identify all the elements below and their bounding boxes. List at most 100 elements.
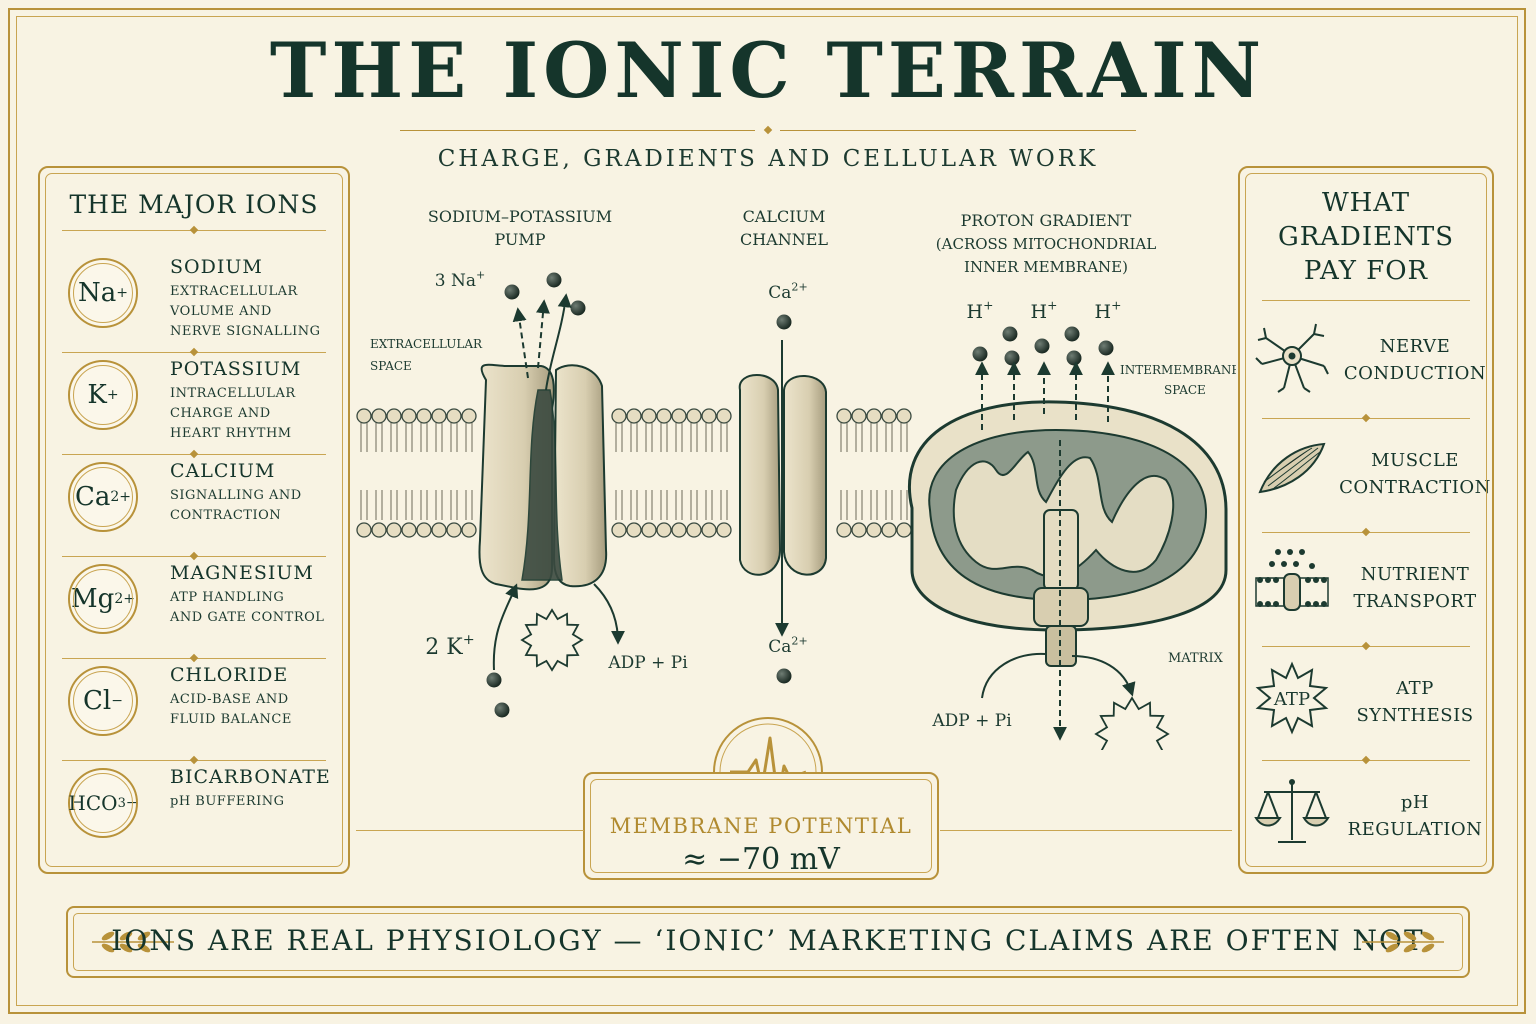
ion-description-line: AND GATE CONTROL	[170, 610, 325, 625]
heading-line: PAY FOR	[1303, 256, 1429, 286]
pays-heading-rule	[1262, 300, 1470, 301]
potassium-label-charge: +	[463, 632, 475, 648]
potassium-ion	[494, 702, 510, 718]
gradient-use-label-line: TRANSPORT	[1353, 591, 1477, 612]
atp-burst-icon: ATP	[1254, 660, 1330, 740]
adp-curve	[981, 652, 1047, 699]
neuron-icon	[1254, 318, 1330, 398]
sodium-out-arrow	[545, 293, 572, 391]
proton-label: H+	[1031, 298, 1058, 323]
extracellular-label-line: SPACE	[370, 359, 412, 373]
extracellular-label-line: EXTRACELLULAR	[370, 337, 483, 351]
gradient-use-label-line: pH	[1400, 792, 1430, 813]
ion-description-line: ACID-BASE AND	[170, 692, 289, 707]
membrane-potential-box: MEMBRANE POTENTIAL ≈ −70 mV	[583, 772, 939, 880]
title-rule-left	[400, 130, 755, 131]
calcium-top-label: Ca2+	[768, 280, 807, 303]
ion-description-line: EXTRACELLULAR	[170, 284, 298, 299]
ion-description-line: VOLUME AND	[170, 304, 272, 319]
diagram-marks	[486, 272, 1170, 750]
gradient-use-label-line: ATP	[1396, 678, 1434, 699]
ion-description-line: NERVE SIGNALLING	[170, 324, 321, 339]
ion-name: CALCIUM	[170, 460, 276, 482]
gradients-pay-heading: WHAT GRADIENTS PAY FOR	[1240, 186, 1492, 288]
ion-charge: +	[106, 387, 119, 403]
ion-symbol-badge: K+	[68, 360, 138, 430]
proton	[1098, 340, 1114, 356]
gradient-use-nerve-conduction: NERVE CONDUCTION	[1240, 304, 1496, 416]
intermembrane-label-line: INTERMEMBRANE	[1120, 363, 1236, 377]
ion-description-line: CONTRACTION	[170, 508, 282, 523]
ion-charge: +	[116, 285, 128, 301]
sodium-label: 3 Na+	[435, 268, 486, 291]
ion-symbol-badge: Na+	[68, 258, 138, 328]
proton-label-charge: +	[983, 298, 993, 312]
gradient-use-label-line: NUTRIENT	[1360, 564, 1470, 585]
ion-charge: −	[111, 693, 123, 709]
sprig-left-icon	[92, 931, 174, 953]
gradient-use-label: NERVE CONDUCTION	[1340, 304, 1490, 416]
ion-charge: 2+	[110, 489, 132, 505]
proton-label: H+	[967, 298, 994, 323]
proton-label-symbol: H	[967, 301, 984, 323]
atp-hydrolysis-arrow	[593, 583, 625, 645]
potassium-in-arrow	[492, 583, 519, 671]
atp-icon-text: ATP	[1273, 689, 1310, 710]
proton-label-charge: +	[1111, 298, 1121, 312]
matrix-label: MATRIX	[1168, 651, 1224, 666]
baseline-right	[940, 830, 1232, 831]
intermembrane-label-line: SPACE	[1164, 383, 1206, 397]
ion-name: CHLORIDE	[170, 664, 289, 686]
proton-label-charge: +	[1047, 298, 1057, 312]
major-ions-heading: THE MAJOR IONS	[69, 190, 319, 219]
calcium-top-label-charge: 2+	[791, 280, 807, 293]
mitochondrion	[907, 400, 1228, 667]
muscle-icon	[1254, 432, 1330, 512]
ion-description-line: SIGNALLING AND	[170, 488, 302, 503]
page-title: THE IONIC TERRAIN	[269, 26, 1267, 115]
proton	[1064, 326, 1080, 342]
channel-title-line: CALCIUM	[743, 207, 826, 226]
proton-title-line: (ACROSS MITOCHONDRIAL	[936, 235, 1156, 253]
proton-label: H+	[1095, 298, 1122, 323]
gradient-use-label-line: CONDUCTION	[1343, 363, 1487, 384]
sodium-label-charge: +	[476, 268, 485, 281]
membrane-transport-icon	[1254, 546, 1330, 626]
pump-title-line: PUMP	[494, 230, 545, 249]
ion-symbol: Na	[78, 278, 117, 308]
ion-description-line: ATP HANDLING	[170, 590, 285, 605]
potassium-ion	[486, 672, 502, 688]
ion-description: ATP HANDLING AND GATE CONTROL	[170, 588, 340, 628]
calcium-bottom-label: Ca2+	[768, 634, 807, 657]
potassium-label: 2 K+	[425, 632, 474, 660]
sodium-out-arrow	[512, 307, 529, 379]
ion-charge: −	[125, 795, 138, 811]
gradient-use-label: NUTRIENT TRANSPORT	[1340, 532, 1490, 644]
gradient-use-nutrient-transport: NUTRIENT TRANSPORT	[1240, 532, 1496, 644]
sodium-ion	[570, 300, 586, 316]
ion-symbol: HCO	[68, 791, 118, 815]
ion-description: EXTRACELLULAR VOLUME AND NERVE SIGNALLING	[170, 282, 340, 342]
membrane-potential-title: MEMBRANE POTENTIAL	[609, 814, 913, 838]
calcium-top-label-symbol: Ca	[768, 283, 791, 303]
calcium-channel	[738, 374, 827, 576]
title-rule-right	[780, 130, 1136, 131]
title-diamond	[763, 125, 773, 135]
ion-symbol: K	[87, 380, 107, 410]
proton-atp-burst	[1094, 696, 1170, 750]
ion-name: POTASSIUM	[170, 358, 302, 380]
ion-symbol: Cl	[83, 686, 112, 716]
gradient-use-label-line: NERVE	[1379, 336, 1451, 357]
ion-description-line: pH BUFFERING	[170, 794, 285, 809]
proton	[1034, 338, 1050, 354]
